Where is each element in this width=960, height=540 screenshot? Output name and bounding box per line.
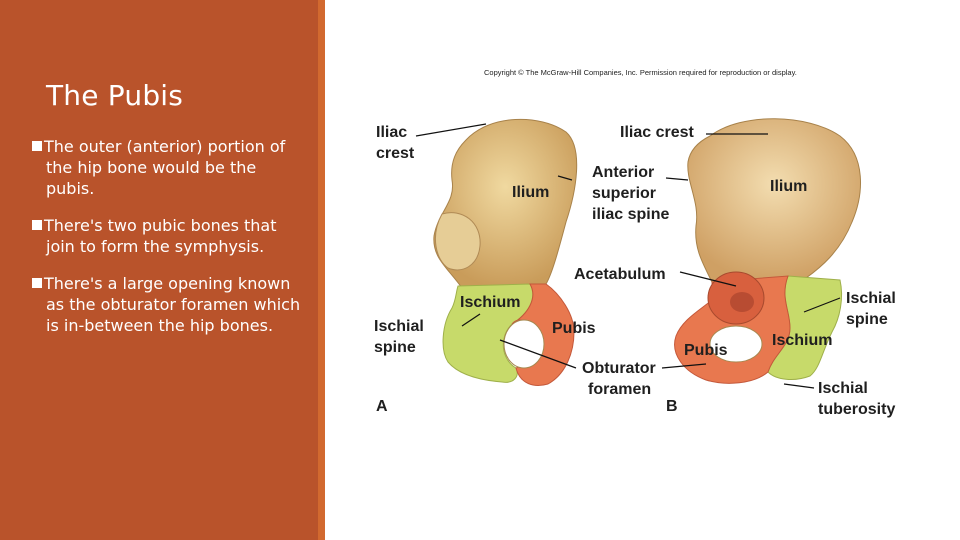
- label-obturator-foramen: Obturator foramen: [582, 360, 656, 398]
- title-panel: [0, 0, 318, 540]
- bullet-square-icon: [32, 278, 42, 288]
- label-ischium-a: Ischium: [460, 294, 521, 311]
- label-iliac-crest-b: Iliac crest: [620, 124, 694, 141]
- label-anterior-superior-iliac-spine: Anterior superior iliac spine: [592, 164, 670, 223]
- bullet-text: There's two pubic bones that join to for…: [44, 216, 277, 256]
- bone-view-b: [674, 118, 861, 384]
- copyright-notice: Copyright © The McGraw-Hill Companies, I…: [484, 68, 797, 77]
- label-ischial-spine-a: Ischial spine: [374, 318, 424, 356]
- leader-lines: [415, 123, 841, 389]
- bullet-text: The outer (anterior) portion of the hip …: [44, 137, 286, 198]
- label-ischium-b: Ischium: [772, 332, 833, 349]
- label-pubis-b: Pubis: [684, 342, 728, 359]
- hip-bone-illustration: [415, 118, 861, 389]
- label-ilium-a: Ilium: [512, 184, 550, 201]
- bullet-text: There's a large opening known as the obt…: [44, 274, 301, 335]
- view-label-a: A: [376, 398, 388, 415]
- label-pubis-a: Pubis: [552, 320, 596, 337]
- label-ischial-spine-b: Ischial spine: [846, 290, 896, 328]
- label-acetabulum: Acetabulum: [574, 266, 666, 283]
- label-ischial-tuberosity: Ischial tuberosity: [818, 380, 896, 418]
- obturator-foramen-a: [503, 319, 545, 369]
- label-iliac-crest-a: Iliac crest: [376, 124, 415, 162]
- hip-bone-figure: Copyright © The McGraw-Hill Companies, I…: [370, 62, 910, 462]
- slide-title: The Pubis: [46, 78, 184, 112]
- bullet-item: There's two pubic bones that join to for…: [32, 215, 308, 257]
- obturator-foramen-b: [709, 325, 763, 363]
- view-label-b: B: [666, 398, 678, 415]
- panel-edge: [318, 0, 325, 540]
- ilium-b-region: [687, 118, 861, 283]
- bullet-item: There's a large opening known as the obt…: [32, 273, 308, 336]
- bullet-list: The outer (anterior) portion of the hip …: [32, 136, 308, 352]
- label-ilium-b: Ilium: [770, 178, 808, 195]
- bullet-square-icon: [32, 220, 42, 230]
- auricular-surface: [435, 212, 481, 271]
- bullet-item: The outer (anterior) portion of the hip …: [32, 136, 308, 199]
- bone-view-a: [433, 118, 578, 386]
- bullet-square-icon: [32, 141, 42, 151]
